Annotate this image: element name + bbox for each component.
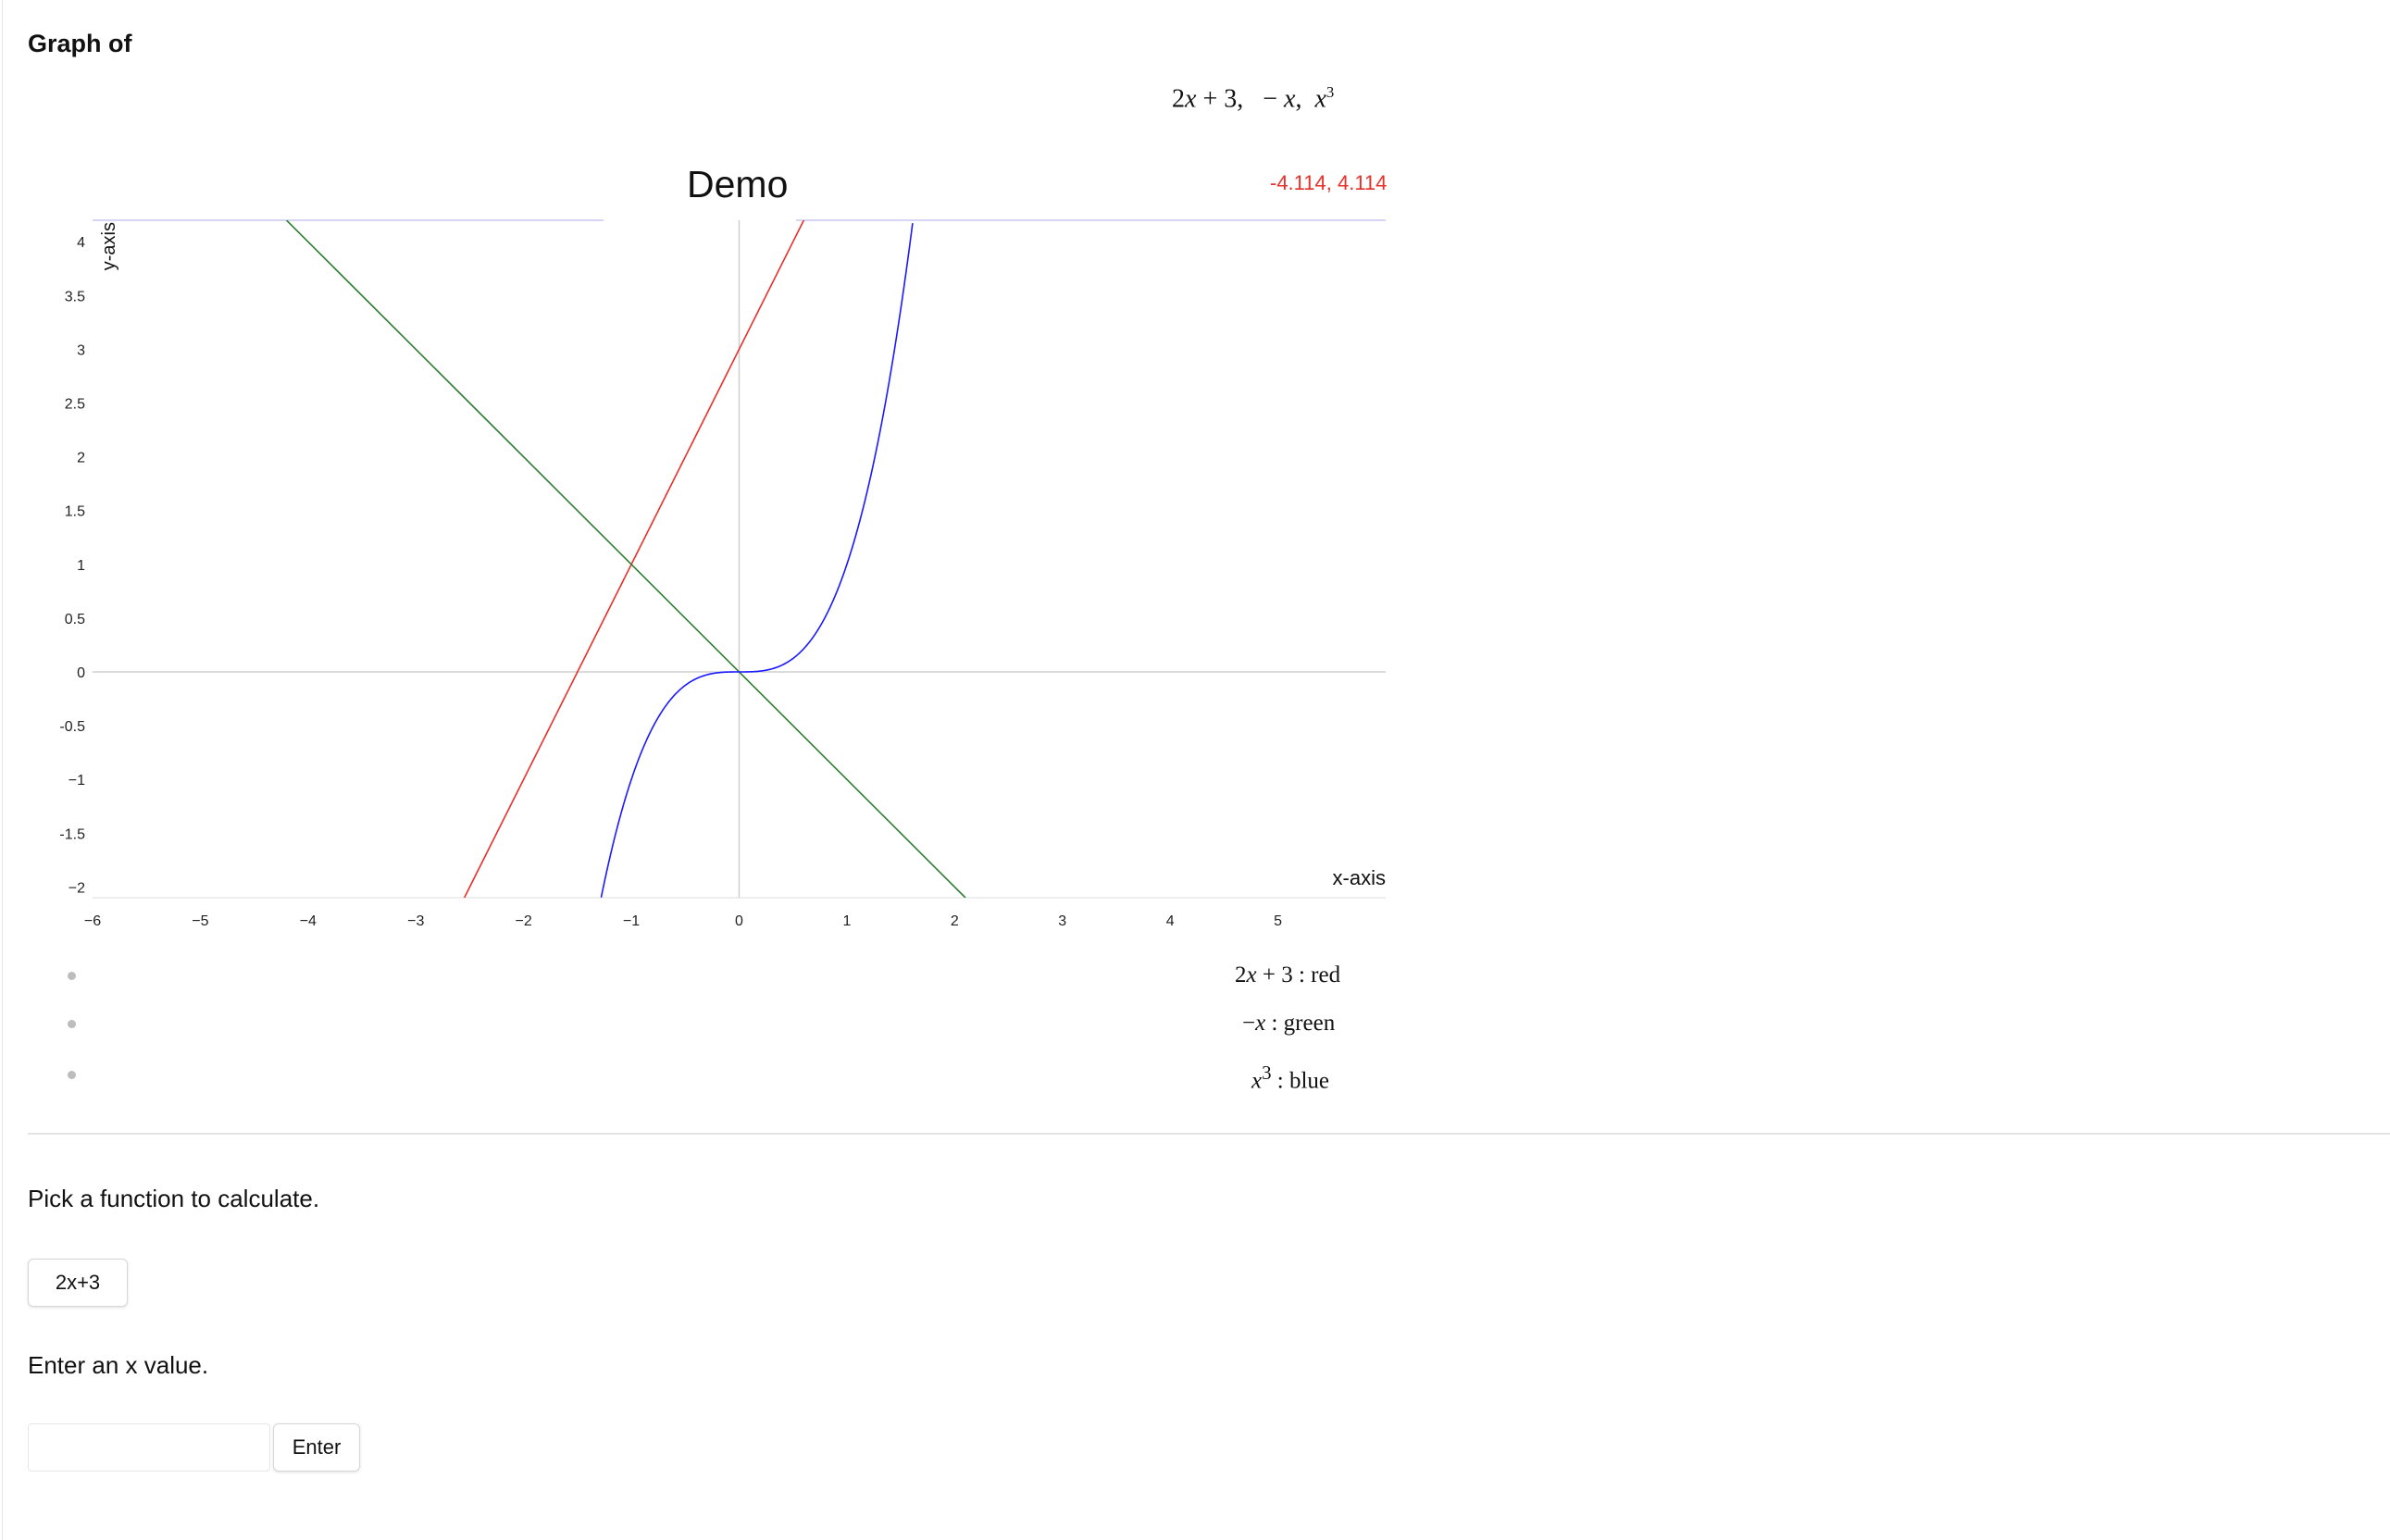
legend-item-green: −x : green	[56, 1007, 1388, 1044]
enter-button[interactable]: Enter	[273, 1423, 360, 1472]
function-graph[interactable]: −6 −5 −4 −3 −2 −1 0 1 2 3 4 5 4 3.5 3 2.5 2 1.5 1 0.5 0 -0.5 −…	[0, 204, 1398, 925]
page-heading: Graph of	[28, 30, 132, 57]
x-tick-label: −6	[84, 913, 101, 925]
x-tick-label: 0	[735, 913, 743, 925]
x-tick-label: −4	[300, 913, 317, 925]
legend-color-name: green	[1283, 1011, 1336, 1036]
y-tick-label: 0.5	[65, 612, 85, 627]
x-tick-label: 1	[842, 913, 851, 925]
series-curve-blue	[600, 222, 914, 898]
left-border	[2, 0, 3, 1540]
x-tick-label: 5	[1274, 913, 1282, 925]
bullet-icon	[68, 972, 76, 980]
bullet-icon	[68, 1020, 76, 1028]
x-tick-label: −5	[192, 913, 208, 925]
y-tick-label: −1	[68, 773, 85, 789]
y-tick-label: 3.5	[65, 289, 85, 304]
x-value-prompt: Enter an x value.	[28, 1351, 209, 1379]
function-select-button[interactable]: 2x+3	[28, 1259, 128, 1307]
y-tick-label: 0	[77, 665, 85, 681]
y-tick-label: 1	[77, 558, 85, 574]
legend-color-name: red	[1311, 962, 1341, 987]
y-tick-label: 1.5	[65, 504, 85, 520]
y-tick-label: -0.5	[59, 719, 85, 735]
x-axis-label: x-axis	[1333, 866, 1386, 889]
x-tick-label: 4	[1166, 913, 1175, 925]
functions-formula: 2x + 3, − x, x3	[1172, 83, 1335, 114]
x-tick-label: −2	[516, 913, 532, 925]
chart-title: Demo	[687, 163, 789, 205]
y-tick-label: -1.5	[59, 826, 85, 842]
section-divider	[28, 1133, 2390, 1135]
x-tick-label: 2	[951, 913, 959, 925]
bullet-icon	[68, 1071, 76, 1079]
y-tick-label: 2.5	[65, 397, 85, 413]
x-tick-label: 3	[1058, 913, 1066, 925]
y-tick-label: −2	[68, 880, 85, 896]
legend-item-red: 2x + 3 : red	[56, 959, 1388, 996]
series-line-red	[463, 220, 805, 898]
series-line-green	[285, 220, 966, 898]
x-tick-label: −1	[623, 913, 640, 925]
function-prompt: Pick a function to calculate.	[28, 1185, 320, 1212]
legend-color-name: blue	[1288, 1068, 1330, 1094]
x-tick-label: −3	[407, 913, 424, 925]
coordinate-readout: -4.114, 4.114	[1270, 171, 1388, 194]
y-tick-label: 2	[77, 451, 85, 466]
legend-item-blue: x3 : blue	[56, 1058, 1388, 1095]
y-tick-label: 3	[77, 342, 85, 358]
y-tick-label: 4	[77, 235, 85, 251]
x-value-input[interactable]	[28, 1423, 270, 1472]
y-axis-label: y-axis	[99, 222, 119, 270]
